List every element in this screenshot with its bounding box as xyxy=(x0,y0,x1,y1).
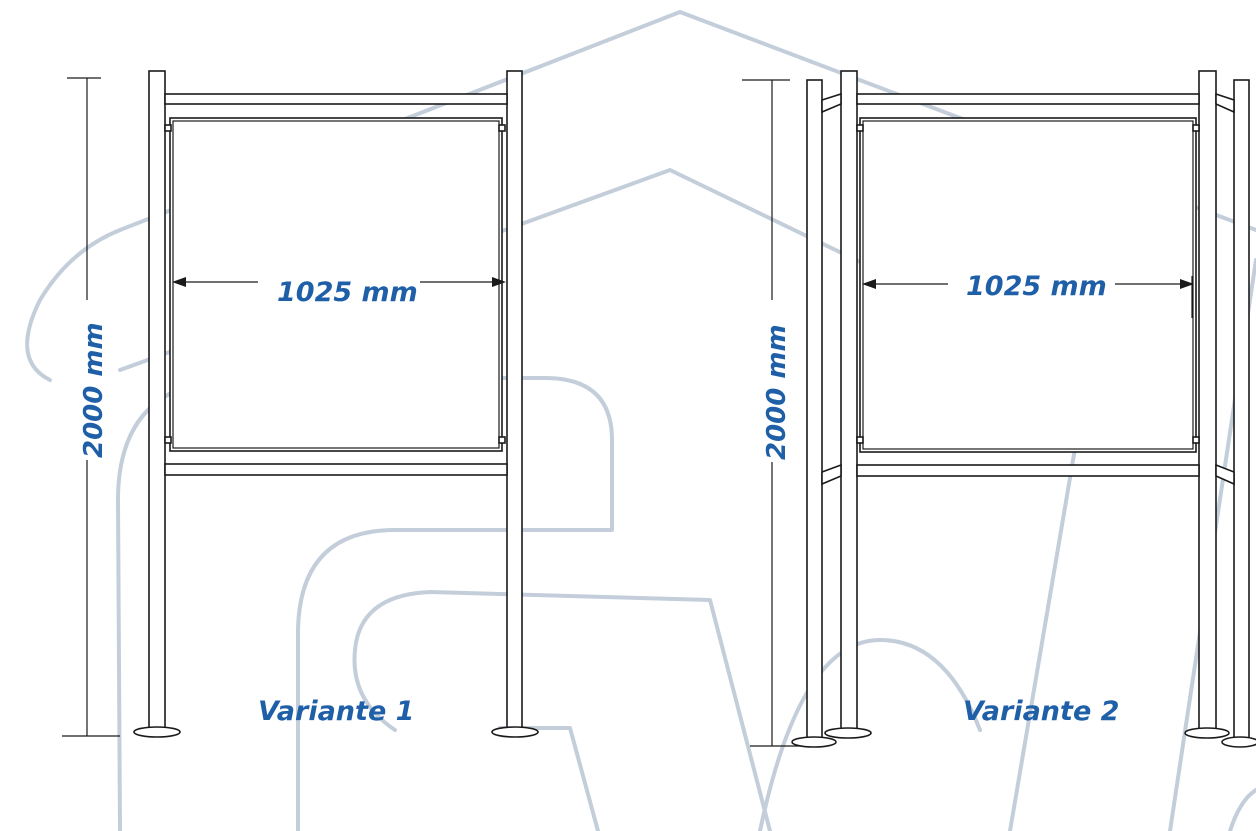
board-frame-v1 xyxy=(169,117,503,452)
watermark-outer-roof xyxy=(116,376,614,831)
foot-left-v1 xyxy=(133,726,181,738)
height-dimension-v1 xyxy=(62,77,120,737)
rear-post-left-v2 xyxy=(806,79,823,743)
top-rail-v1 xyxy=(164,93,508,105)
hinge-v2-tl xyxy=(856,124,864,132)
watermark-house-top xyxy=(25,10,1256,382)
hinge-v2-bl xyxy=(856,436,864,444)
bottom-rail-v2 xyxy=(856,464,1200,477)
front-foot-right-v2 xyxy=(1184,727,1230,739)
hinge-v2-tr xyxy=(1192,124,1200,132)
rear-foot-right-v2 xyxy=(1221,736,1256,748)
watermark-stem xyxy=(498,726,600,831)
width-label-v2: 1025 mm xyxy=(966,271,1107,302)
connector-top-right-v2 xyxy=(1215,92,1235,114)
board-frame-v2 xyxy=(859,117,1197,453)
hinge-v2-br xyxy=(1192,436,1200,444)
hinge-v1-tl xyxy=(164,124,172,132)
width-dimension-v2 xyxy=(862,276,1194,318)
post-right-v1 xyxy=(506,70,523,736)
height-label-v2: 2000 mm xyxy=(762,324,792,460)
height-dimension-v2 xyxy=(742,79,812,747)
post-left-v1 xyxy=(148,70,166,736)
variant-2-showcase: 1025 mm 2000 mm Variante 2 xyxy=(742,70,1256,748)
bottom-rail-v1 xyxy=(164,463,508,476)
variant-1-label: Variante 1 xyxy=(258,696,414,727)
rear-post-right-v2 xyxy=(1233,79,1250,743)
height-label-v1: 2000 mm xyxy=(79,322,109,458)
hinge-v1-br xyxy=(498,436,506,444)
watermark-right-arc xyxy=(758,638,982,831)
front-post-right-v2 xyxy=(1198,70,1217,736)
width-dimension-v1 xyxy=(172,277,506,287)
watermark-loop xyxy=(352,590,772,831)
top-rail-v2 xyxy=(856,93,1200,105)
hinge-v1-tr xyxy=(498,124,506,132)
board-inner-v2 xyxy=(862,120,1194,450)
variant-2-label: Variante 2 xyxy=(963,696,1119,727)
connector-bottom-right-v2 xyxy=(1215,463,1235,486)
foot-right-v1 xyxy=(491,726,539,738)
connector-bottom-left-v2 xyxy=(821,463,842,486)
watermark-corner-arc xyxy=(1228,788,1256,831)
width-label-v1: 1025 mm xyxy=(277,277,418,308)
front-post-left-v2 xyxy=(840,70,858,736)
front-foot-left-v2 xyxy=(824,727,872,739)
hinge-v1-bl xyxy=(164,436,172,444)
rear-foot-left-v2 xyxy=(791,736,837,748)
variant-1-showcase: 1025 mm 2000 mm Variante 1 xyxy=(62,70,539,738)
connector-top-left-v2 xyxy=(821,92,842,114)
